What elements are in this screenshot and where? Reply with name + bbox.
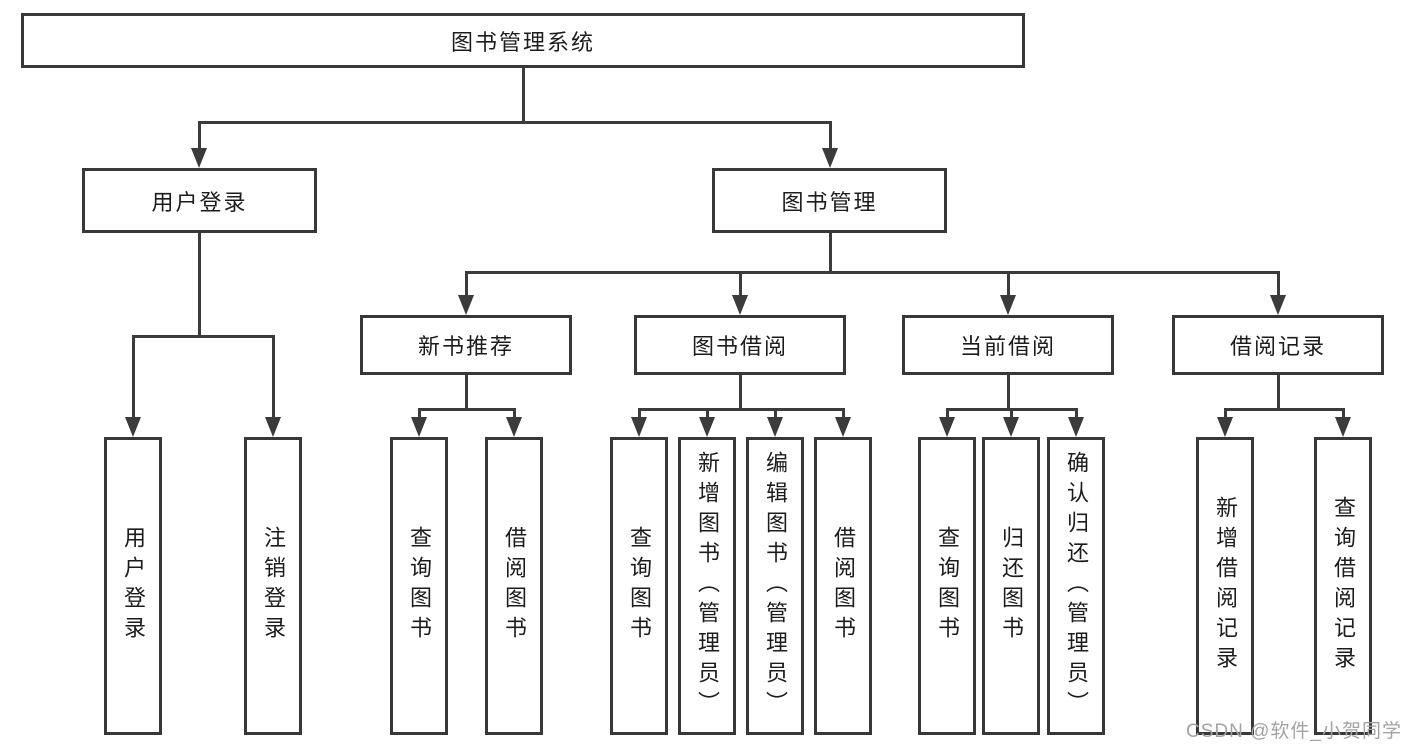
leaf-record-query-label: 查询借阅记录: [1331, 496, 1356, 676]
connector-current-stem: [1007, 375, 1010, 409]
node-new-book-recommend: 新书推荐: [360, 315, 572, 375]
node-book-management: 图书管理: [712, 168, 947, 233]
node-book-borrow: 图书借阅: [634, 315, 846, 375]
arrowhead-user-login: [191, 148, 207, 168]
arrowhead-current-borrow: [1000, 295, 1016, 315]
arrowhead-current-confirm: [1068, 417, 1084, 437]
node-book-management-label: 图书管理: [781, 189, 878, 215]
connector-to-borrow-record: [1277, 271, 1280, 296]
leaf-current-return-label: 归还图书: [999, 526, 1024, 646]
arrowhead-borrow-record: [1270, 295, 1286, 315]
node-user-login-label: 用户登录: [151, 189, 248, 215]
connector-to-borrow-edit: [774, 408, 777, 418]
leaf-borrow-query: 查询图书: [610, 437, 668, 735]
leaf-logout-label: 注销登录: [261, 526, 286, 646]
connector-to-current-query: [946, 408, 949, 418]
connector-user-login-bus: [132, 335, 275, 338]
connector-book-borrow-bus: [638, 408, 845, 411]
leaf-current-return: 归还图书: [982, 437, 1040, 735]
arrowhead-borrow-add: [699, 417, 715, 437]
leaf-newbook-borrow-label: 借阅图书: [502, 526, 527, 646]
leaf-logout: 注销登录: [244, 437, 302, 735]
leaf-borrow-borrow-label: 借阅图书: [831, 526, 856, 646]
arrowhead-current-return: [1003, 417, 1019, 437]
leaf-borrow-borrow: 借阅图书: [814, 437, 872, 735]
leaf-record-add-label: 新增借阅记录: [1213, 496, 1238, 676]
arrowhead-book-borrow: [732, 295, 748, 315]
node-user-login: 用户登录: [82, 168, 317, 233]
connector-to-leaf-user-login: [132, 335, 135, 418]
node-current-borrow: 当前借阅: [902, 315, 1114, 375]
leaf-record-add: 新增借阅记录: [1196, 437, 1254, 735]
leaf-current-confirm-admin: 确认归还（管理员）: [1047, 437, 1105, 735]
node-borrow-record-label: 借阅记录: [1229, 334, 1326, 359]
leaf-user-login-label: 用户登录: [121, 526, 146, 646]
arrowhead-record-query: [1335, 417, 1351, 437]
leaf-newbook-borrow: 借阅图书: [485, 437, 543, 735]
connector-to-newbook-borrow: [513, 408, 516, 418]
connector-level2-bus: [198, 121, 832, 124]
arrowhead-borrow-query: [631, 417, 647, 437]
connector-to-user-login: [198, 121, 201, 151]
connector-book-borrow-stem: [739, 375, 742, 409]
arrowhead-newbook-borrow: [506, 417, 522, 437]
connector-new-book-bus: [418, 408, 516, 411]
connector-to-borrow-borrow: [842, 408, 845, 418]
node-root: 图书管理系统: [21, 13, 1025, 68]
node-borrow-record: 借阅记录: [1172, 315, 1384, 375]
node-book-borrow-label: 图书借阅: [691, 334, 788, 359]
leaf-newbook-query-label: 查询图书: [407, 526, 432, 646]
connector-book-management-stem: [829, 232, 832, 273]
arrowhead-new-book: [458, 295, 474, 315]
arrowhead-current-query: [939, 417, 955, 437]
connector-to-book-borrow: [739, 271, 742, 296]
connector-to-record-query: [1342, 408, 1345, 418]
arrowhead-newbook-query: [411, 417, 427, 437]
leaf-current-query: 查询图书: [918, 437, 976, 735]
csdn-watermark: CSDN @软件_小贺同学: [1186, 721, 1402, 742]
connector-new-book-stem: [465, 375, 468, 409]
node-root-label: 图书管理系统: [450, 29, 595, 55]
leaf-newbook-query: 查询图书: [390, 437, 448, 735]
connector-to-leaf-logout: [272, 335, 275, 418]
connector-to-borrow-query: [638, 408, 641, 418]
arrowhead-borrow-edit: [767, 417, 783, 437]
leaf-borrow-add-admin-label: 新增图书（管理员）: [695, 451, 720, 721]
arrowhead-book-management: [822, 148, 838, 168]
connector-to-book-management: [829, 121, 832, 151]
connector-to-current-borrow: [1007, 271, 1010, 296]
connector-to-new-book: [465, 271, 468, 296]
connector-level3-bus: [465, 271, 1280, 274]
connector-record-stem: [1277, 375, 1280, 409]
connector-to-current-confirm: [1075, 408, 1078, 418]
leaf-borrow-edit-admin-label: 编辑图书（管理员）: [763, 451, 788, 721]
leaf-record-query: 查询借阅记录: [1314, 437, 1372, 735]
arrowhead-record-add: [1217, 417, 1233, 437]
leaf-borrow-edit-admin: 编辑图书（管理员）: [746, 437, 804, 735]
connector-to-record-add: [1224, 408, 1227, 418]
connector-user-login-stem: [198, 233, 201, 337]
arrowhead-leaf-logout: [265, 417, 281, 437]
leaf-current-query-label: 查询图书: [935, 526, 960, 646]
connector-record-bus: [1224, 408, 1345, 411]
leaf-user-login: 用户登录: [104, 437, 162, 735]
leaf-borrow-add-admin: 新增图书（管理员）: [678, 437, 736, 735]
connector-to-borrow-add: [706, 408, 709, 418]
leaf-current-confirm-admin-label: 确认归还（管理员）: [1064, 451, 1089, 721]
node-current-borrow-label: 当前借阅: [959, 334, 1056, 359]
connector-to-newbook-query: [418, 408, 421, 418]
arrowhead-leaf-user-login: [125, 417, 141, 437]
arrowhead-borrow-borrow: [835, 417, 851, 437]
node-new-book-recommend-label: 新书推荐: [417, 334, 514, 359]
leaf-borrow-query-label: 查询图书: [627, 526, 652, 646]
connector-root-stem: [522, 68, 525, 123]
connector-to-current-return: [1010, 408, 1013, 418]
